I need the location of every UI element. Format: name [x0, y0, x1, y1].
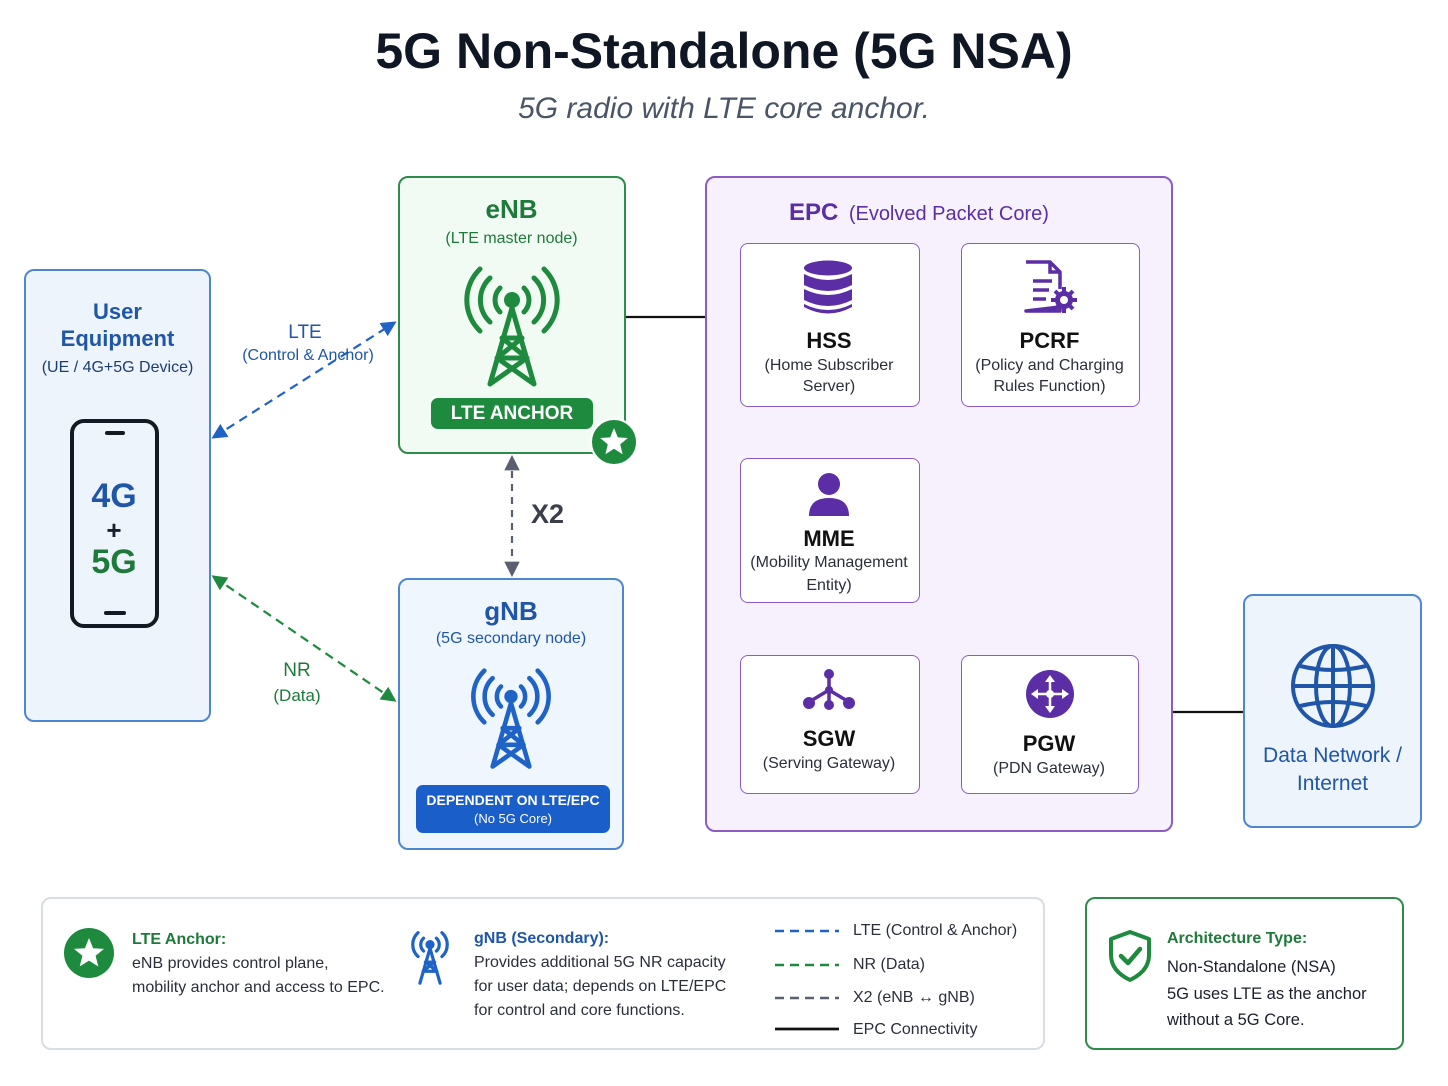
phone-icon: 4G + 5G [70, 419, 159, 628]
lte-link-label: LTE [288, 322, 322, 343]
legend-gnb-line2: for user data; depends on LTE/EPC [474, 978, 727, 995]
hss-desc-line2: Server) [802, 378, 856, 395]
nr-link-line [211, 575, 397, 702]
ue-title-line2: Equipment [60, 326, 175, 351]
legend-anchor-line2: mobility anchor and access to EPC. [132, 979, 385, 996]
legend-nr-label: NR (Data) [853, 956, 926, 973]
star-badge-icon [64, 928, 114, 978]
star-badge-icon [590, 418, 638, 466]
ue-title-line1: User [93, 299, 142, 324]
data-network-box[interactable]: Data Network / Internet [1243, 594, 1422, 828]
enb-title: eNB [485, 194, 538, 224]
arch-line2: 5G uses LTE as the anchor [1167, 985, 1367, 1003]
user-icon [809, 473, 849, 516]
ue-box[interactable]: User Equipment (UE / 4G+5G Device) 4G + … [24, 269, 211, 722]
gnb-box[interactable]: gNB (5G secondary node) DEPENDENT ON LTE… [398, 578, 624, 850]
x2-link-label: X2 [531, 499, 565, 529]
data-network-line2: Internet [1296, 772, 1369, 795]
page-title: 5G Non-Standalone (5G NSA) [375, 23, 1073, 79]
dependent-badge-line2: (No 5G Core) [473, 811, 553, 826]
mme-desc-line2: Entity) [806, 577, 852, 594]
hss-desc-line1: (Home Subscriber [764, 357, 894, 374]
lte-anchor-badge: LTE ANCHOR [431, 398, 593, 429]
architecture-box: Architecture Type: Non-Standalone (NSA) … [1085, 897, 1404, 1050]
dependent-badge-line1: DEPENDENT ON LTE/EPC [426, 792, 600, 808]
legend-gnb-title: gNB (Secondary): [474, 930, 610, 947]
pgw-node[interactable]: PGW (PDN Gateway) [961, 655, 1139, 794]
mme-desc-line1: (Mobility Management [750, 554, 908, 571]
lte-link-line [211, 321, 397, 439]
mme-node[interactable]: MME (Mobility Management Entity) [740, 458, 920, 603]
legend-x2-label: X2 (eNB ↔ gNB) [853, 989, 975, 1006]
legend-gnb-line3: for control and core functions. [474, 1002, 685, 1019]
cell-tower-icon [464, 266, 560, 387]
enb-box[interactable]: eNB (LTE master node) LTE ANCHOR [398, 176, 626, 454]
router-icon [1026, 670, 1074, 718]
pcrf-desc-line1: (Policy and Charging [975, 357, 1124, 374]
globe-icon [1291, 644, 1375, 728]
lte-link-sublabel: (Control & Anchor) [242, 347, 374, 364]
legend-epc-label: EPC Connectivity [853, 1021, 978, 1038]
legend-anchor-title: LTE Anchor: [132, 931, 227, 948]
epc-heading: EPC (Evolved Packet Core) [789, 199, 1049, 227]
sgw-desc: (Serving Gateway) [762, 755, 896, 772]
hss-node[interactable]: HSS (Home Subscriber Server) [740, 243, 920, 407]
pgw-desc: (PDN Gateway) [992, 760, 1106, 777]
cell-tower-icon [471, 668, 551, 769]
arch-title: Architecture Type: [1167, 930, 1308, 947]
arch-line3: without a 5G Core. [1167, 1011, 1305, 1029]
legend-line-swatches [775, 929, 839, 1031]
ue-screen-plus: + [106, 515, 122, 545]
epc-box[interactable]: EPC (Evolved Packet Core) HSS (Home Subs… [705, 176, 1173, 832]
mme-name: MME [803, 526, 855, 551]
page-subtitle: 5G radio with LTE core anchor. [518, 92, 930, 125]
legend-anchor-line1: eNB provides control plane, [132, 955, 329, 972]
enb-subtitle: (LTE master node) [445, 230, 578, 247]
sgw-name: SGW [802, 726, 856, 751]
pgw-name: PGW [1022, 731, 1076, 756]
pcrf-name: PCRF [1019, 328, 1080, 353]
legend-lte-label: LTE (Control & Anchor) [853, 922, 1018, 939]
pcrf-desc-line2: Rules Function) [993, 378, 1106, 395]
ue-screen-5g: 5G [91, 543, 137, 581]
dependent-badge: DEPENDENT ON LTE/EPC (No 5G Core) [416, 785, 610, 833]
cell-tower-icon [411, 931, 449, 985]
arch-line1: Non-Standalone (NSA) [1167, 958, 1336, 976]
database-icon [804, 260, 852, 314]
epc-title: EPC [789, 199, 839, 226]
gnb-title: gNB [484, 596, 538, 626]
ue-screen-4g: 4G [91, 477, 137, 515]
pcrf-node[interactable]: PCRF (Policy and Charging Rules Function… [961, 243, 1140, 407]
gnb-subtitle: (5G secondary node) [435, 630, 587, 647]
legend-box: LTE Anchor: eNB provides control plane, … [41, 897, 1045, 1050]
document-gear-icon [1024, 260, 1077, 313]
nr-link-label: NR [283, 660, 311, 681]
shield-check-icon [1109, 930, 1151, 982]
epc-title-sub: (Evolved Packet Core) [848, 203, 1049, 225]
sgw-node[interactable]: SGW (Serving Gateway) [740, 655, 920, 794]
nr-link-sublabel: (Data) [273, 686, 321, 705]
data-network-line1: Data Network / [1263, 744, 1402, 767]
ue-subtitle: (UE / 4G+5G Device) [41, 359, 194, 376]
hss-name: HSS [806, 328, 852, 353]
legend-gnb-line1: Provides additional 5G NR capacity [474, 954, 726, 971]
network-hub-icon [803, 669, 855, 710]
